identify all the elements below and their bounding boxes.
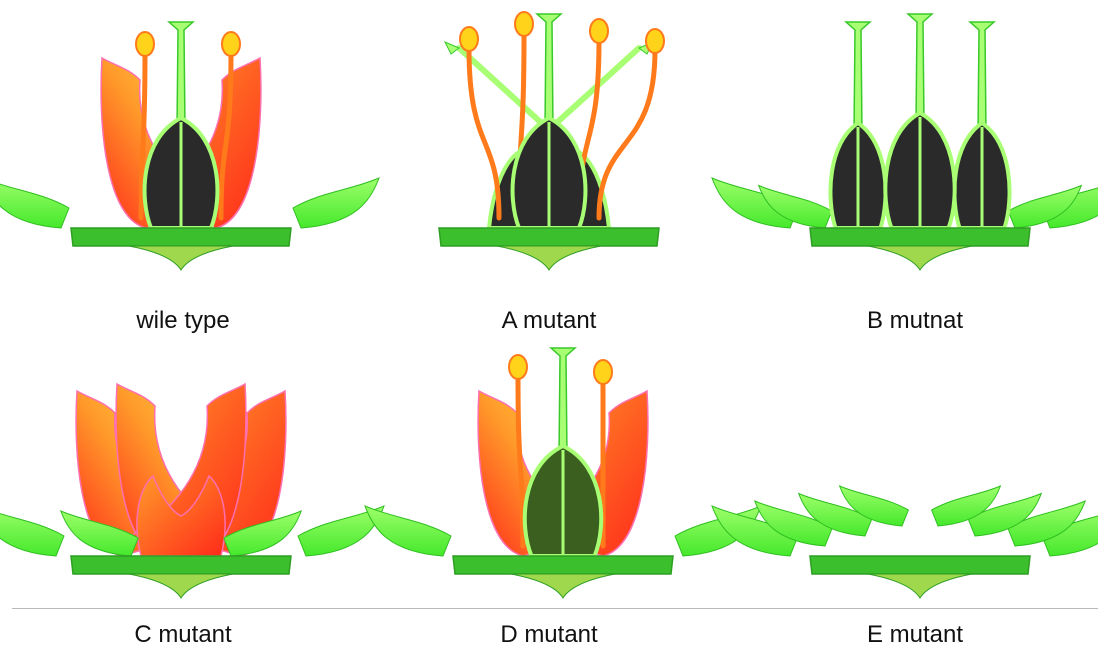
anther	[222, 32, 240, 56]
sepal	[0, 506, 64, 556]
sepal	[365, 506, 451, 556]
stalk	[511, 574, 615, 598]
stalk	[129, 574, 233, 598]
divider-line	[12, 608, 1098, 609]
side-carpel-stigma	[445, 42, 459, 54]
d-mutant-flower-illustration	[366, 328, 732, 618]
receptacle	[810, 556, 1030, 574]
carpel-style	[551, 348, 575, 456]
stalk	[129, 246, 233, 270]
anther	[509, 355, 527, 379]
stalk	[868, 574, 972, 598]
panel-wild-type: wile type	[0, 0, 366, 330]
carpel-style	[169, 22, 193, 128]
stalk	[868, 246, 972, 270]
b-mutant-flower-illustration	[732, 0, 1098, 290]
receptacle	[71, 556, 291, 574]
wild-type-flower-illustration	[0, 0, 366, 290]
receptacle	[71, 228, 291, 246]
a-mutant-flower-illustration	[366, 0, 732, 290]
carpel-style	[846, 22, 870, 133]
anther	[590, 19, 608, 43]
receptacle	[439, 228, 659, 246]
stalk	[497, 246, 601, 270]
panel-a-mutant: A mutant	[366, 0, 732, 330]
caption-c-mutant: C mutant	[0, 620, 366, 650]
carpel-style	[537, 14, 561, 128]
e-mutant-flower-illustration	[732, 328, 1098, 618]
carpel-style	[970, 22, 994, 133]
anther	[515, 12, 533, 36]
caption-d-mutant: D mutant	[366, 620, 732, 650]
receptacle	[453, 556, 673, 574]
carpel-style	[908, 14, 932, 123]
anther	[594, 360, 612, 384]
caption-e-mutant: E mutant	[732, 620, 1098, 650]
panel-b-mutant: B mutnat	[732, 0, 1098, 330]
anther	[460, 27, 478, 51]
anther	[646, 29, 664, 53]
anther	[136, 32, 154, 56]
sepal	[0, 178, 69, 228]
inner-petal-bud	[137, 476, 225, 556]
c-mutant-flower-illustration	[0, 328, 366, 618]
receptacle	[810, 228, 1030, 246]
